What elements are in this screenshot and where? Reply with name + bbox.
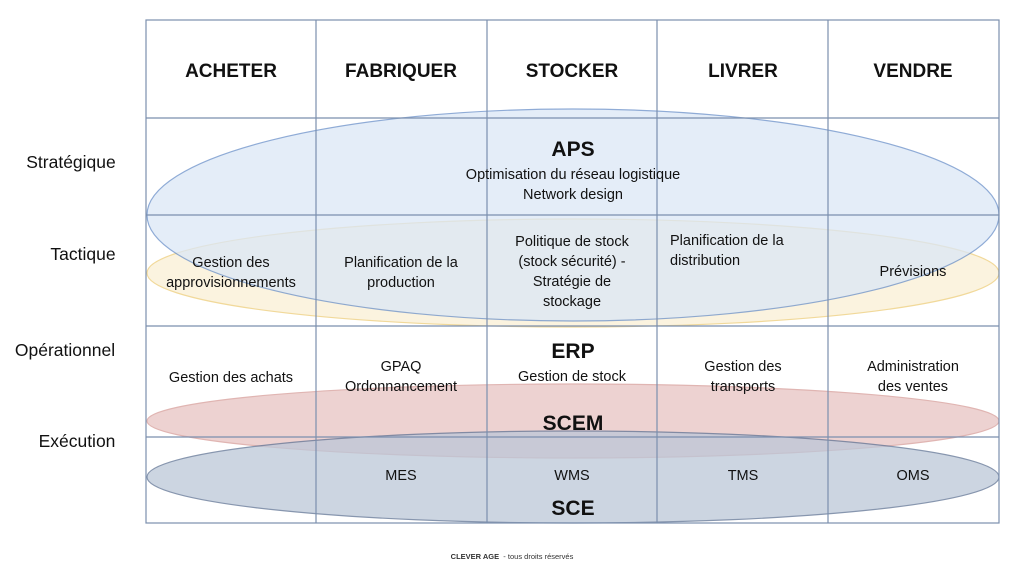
cell-line: Gestion des: [704, 359, 781, 375]
copyright-footer: CLEVER AGE - tous droits réservés: [0, 552, 1024, 561]
footer-text: - tous droits réservés: [499, 552, 574, 561]
cell-line: GPAQ: [381, 359, 422, 375]
grid: [145, 19, 1000, 524]
cell-line: (stock sécurité) -: [518, 254, 625, 270]
column-header-fabriquer: FABRIQUER: [345, 61, 457, 82]
cell-line: Gestion des: [192, 255, 269, 271]
execution-cell-livrer: TMS: [728, 468, 759, 484]
cell-line: distribution: [670, 253, 740, 269]
column-header-vendre: VENDRE: [873, 61, 952, 82]
cell-line: approvisionnements: [166, 275, 296, 291]
aps-title: APS: [551, 138, 594, 161]
cell-line: production: [367, 275, 435, 291]
cell-line: Stratégie de: [533, 274, 611, 290]
footer-brand: CLEVER AGE: [450, 552, 500, 561]
tactique-cell-fabriquer: Planification de la production: [344, 255, 459, 291]
row-header-strategique: Stratégique: [26, 152, 116, 172]
operationnel-cell-vendre: Administration des ventes: [867, 359, 959, 395]
row-header-tactique: Tactique: [50, 244, 115, 264]
tactique-cell-livrer: Planification de la distribution: [670, 233, 785, 269]
operationnel-cell-livrer: Gestion des transports: [704, 359, 781, 395]
execution-cell-stocker: WMS: [554, 468, 589, 484]
cell-line: Administration: [867, 359, 959, 375]
operationnel-cell-acheter: Gestion des achats: [169, 370, 293, 386]
cell-line: Planification de la: [670, 233, 785, 249]
sce-title: SCE: [551, 497, 594, 520]
cell-line: Ordonnancement: [345, 379, 457, 395]
execution-cell-vendre: OMS: [896, 468, 929, 484]
column-header-livrer: LIVRER: [708, 61, 778, 82]
cell-line: stockage: [543, 294, 601, 310]
erp-title: ERP: [551, 340, 594, 363]
column-header-acheter: ACHETER: [185, 61, 277, 82]
execution-cell-fabriquer: MES: [385, 468, 416, 484]
operationnel-cell-stocker: Gestion de stock: [518, 369, 627, 385]
cell-line: Planification de la: [344, 255, 459, 271]
column-header-stocker: STOCKER: [526, 61, 619, 82]
cell-line: Gestion de stock: [518, 369, 627, 385]
cell-line: transports: [711, 379, 775, 395]
tactique-cell-acheter: Gestion des approvisionnements: [166, 255, 296, 291]
cell-line: Prévisions: [880, 264, 947, 280]
row-header-execution: Exécution: [39, 431, 116, 451]
scem-title: SCEM: [543, 412, 604, 435]
cell-line: Politique de stock: [515, 234, 629, 250]
tactique-cell-vendre: Prévisions: [880, 264, 947, 280]
aps-line-2: Network design: [523, 187, 623, 203]
row-header-operationnel: Opérationnel: [15, 340, 115, 360]
cell-line: des ventes: [878, 379, 948, 395]
aps-line-1: Optimisation du réseau logistique: [466, 167, 680, 183]
operationnel-cell-fabriquer: GPAQ Ordonnancement: [345, 359, 457, 395]
cell-line: Gestion des achats: [169, 370, 293, 386]
tactique-cell-stocker: Politique de stock (stock sécurité) - St…: [515, 234, 629, 310]
